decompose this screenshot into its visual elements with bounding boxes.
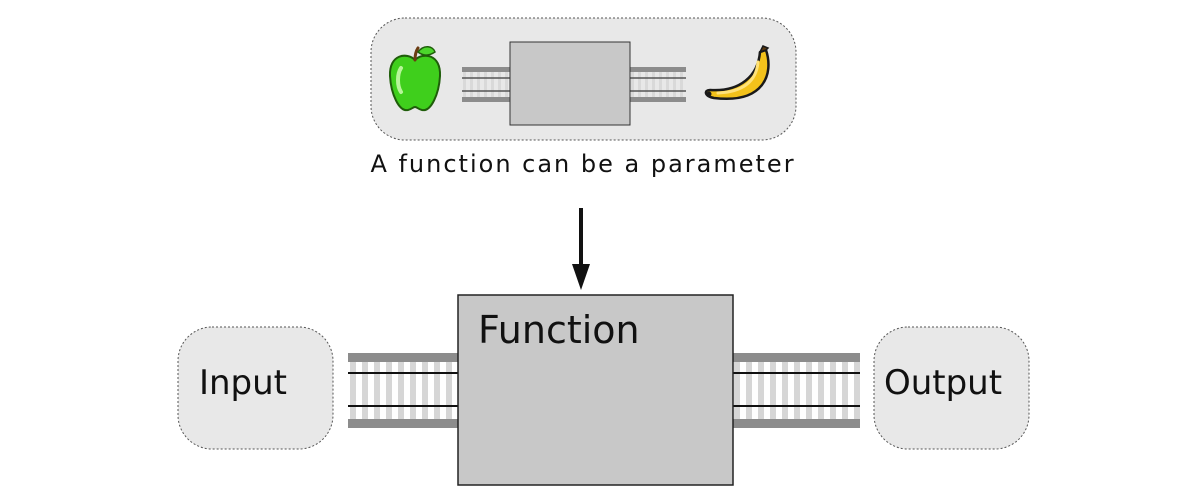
parameter-panel bbox=[370, 17, 797, 141]
small-track-left bbox=[462, 67, 512, 102]
small-function-box bbox=[509, 41, 631, 126]
banana-icon bbox=[704, 45, 770, 101]
function-box: Function bbox=[457, 294, 734, 486]
apple-icon bbox=[388, 46, 442, 112]
parameter-arrow bbox=[572, 208, 590, 290]
caption: A function can be a parameter bbox=[370, 150, 795, 178]
input-box: Input bbox=[177, 326, 334, 450]
input-label: Input bbox=[199, 363, 287, 403]
small-track-right bbox=[629, 67, 686, 102]
track-left bbox=[348, 353, 460, 428]
output-box: Output bbox=[873, 326, 1030, 450]
function-label: Function bbox=[478, 308, 640, 352]
output-label: Output bbox=[884, 363, 1002, 403]
track-right bbox=[733, 353, 860, 428]
